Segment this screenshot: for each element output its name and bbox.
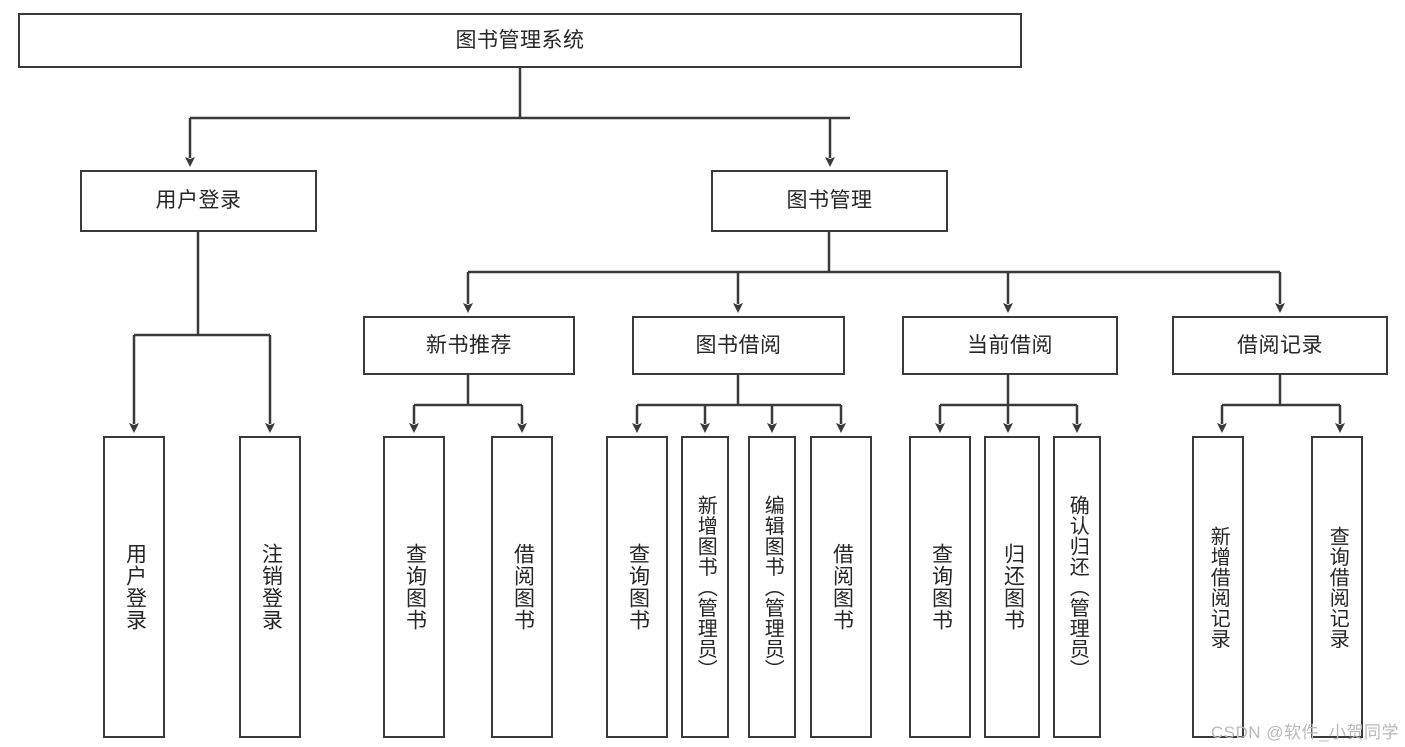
node-current-borrow[interactable]: 当前借阅	[902, 316, 1118, 375]
node-label: 查询图书	[626, 543, 650, 631]
leaf-query-book-borrow[interactable]: 查询图书	[606, 436, 668, 738]
leaf-query-borrow-record[interactable]: 查询借阅记录	[1311, 436, 1363, 738]
node-label: 确认归还（管理员）	[1066, 494, 1089, 680]
node-label: 新增借阅记录	[1207, 525, 1230, 649]
leaf-logout[interactable]: 注销登录	[239, 436, 301, 738]
node-label: 借阅图书	[830, 543, 854, 631]
leaf-edit-book-admin[interactable]: 编辑图书（管理员）	[748, 436, 796, 738]
leaf-user-login[interactable]: 用户登录	[103, 436, 165, 738]
node-borrow-record[interactable]: 借阅记录	[1172, 316, 1388, 375]
node-root-system[interactable]: 图书管理系统	[18, 13, 1022, 68]
node-label: 图书借阅	[695, 333, 782, 357]
leaf-add-book-admin[interactable]: 新增图书（管理员）	[681, 436, 729, 738]
leaf-return-book[interactable]: 归还图书	[984, 436, 1040, 738]
node-label: 借阅图书	[511, 543, 535, 631]
node-user-login[interactable]: 用户登录	[80, 170, 317, 232]
node-label: 新增图书（管理员）	[694, 494, 717, 680]
node-label: 新书推荐	[426, 333, 512, 357]
node-book-borrow[interactable]: 图书借阅	[632, 316, 845, 375]
node-label: 用户登录	[123, 543, 147, 631]
node-book-management[interactable]: 图书管理	[711, 170, 948, 232]
leaf-borrow-book[interactable]: 借阅图书	[810, 436, 872, 738]
leaf-confirm-return-admin[interactable]: 确认归还（管理员）	[1053, 436, 1101, 738]
node-label: 查询图书	[403, 543, 427, 631]
node-label: 当前借阅	[967, 333, 1053, 357]
leaf-add-borrow-record[interactable]: 新增借阅记录	[1192, 436, 1244, 738]
leaf-borrow-book-newbook[interactable]: 借阅图书	[491, 436, 553, 738]
node-new-book-recommend[interactable]: 新书推荐	[363, 316, 575, 375]
node-label: 归还图书	[1001, 543, 1025, 631]
node-label: 编辑图书（管理员）	[761, 494, 784, 680]
node-label: 查询图书	[929, 543, 953, 631]
node-label: 注销登录	[259, 543, 283, 631]
leaf-query-book-current[interactable]: 查询图书	[909, 436, 971, 738]
node-label: 图书管理系统	[455, 28, 585, 52]
node-label: 用户登录	[155, 189, 242, 213]
leaf-query-book-newbook[interactable]: 查询图书	[383, 436, 445, 738]
node-label: 查询借阅记录	[1326, 525, 1349, 649]
node-label: 借阅记录	[1237, 333, 1323, 357]
node-label: 图书管理	[786, 189, 873, 213]
